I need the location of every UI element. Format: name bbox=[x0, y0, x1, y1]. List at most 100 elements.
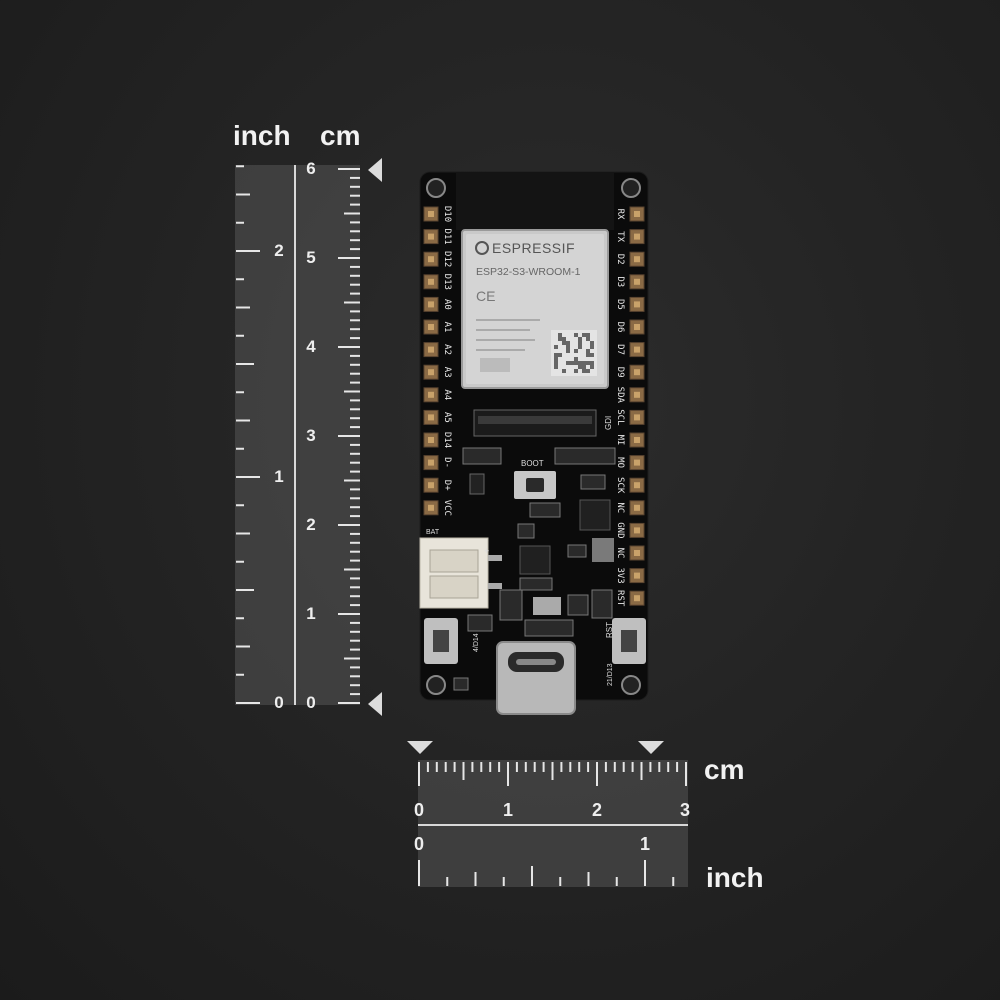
right-header-pin-post bbox=[634, 482, 640, 489]
qr-module bbox=[578, 337, 582, 341]
horizontal-ruler-inch-label-0: 0 bbox=[414, 834, 424, 854]
mounting-hole-bottom-left bbox=[426, 675, 446, 695]
smd-component bbox=[567, 594, 589, 616]
qr-module bbox=[574, 361, 578, 365]
qr-module bbox=[566, 361, 570, 365]
qr-module bbox=[586, 369, 590, 373]
qr-module bbox=[590, 361, 594, 365]
right-pin-label: SCL bbox=[615, 409, 625, 425]
mounting-hole-top-left bbox=[426, 178, 446, 198]
qr-module bbox=[582, 365, 586, 369]
vertical-ruler-cm-label-2: 2 bbox=[306, 515, 315, 534]
espressif-logo-icon bbox=[475, 241, 489, 255]
left-header-pin-post bbox=[428, 324, 434, 330]
smd-component bbox=[567, 544, 587, 558]
qr-module bbox=[562, 341, 566, 345]
qr-module bbox=[566, 345, 570, 349]
vertical-ruler-inch-label-0: 0 bbox=[274, 693, 283, 712]
right-header-pin-post bbox=[634, 256, 640, 263]
right-header-pin-post bbox=[634, 595, 640, 602]
qr-module bbox=[574, 357, 578, 361]
vertical-ruler-inch-ticks bbox=[236, 165, 260, 704]
left-pin-label: D10 bbox=[442, 206, 452, 222]
qr-module bbox=[562, 337, 566, 341]
right-header-pin-post bbox=[634, 459, 640, 466]
qr-module bbox=[554, 357, 558, 361]
left-header-pin-post bbox=[428, 369, 434, 376]
right-header-pin-post bbox=[634, 414, 640, 421]
left-pin-label: A5 bbox=[442, 412, 452, 423]
right-header-pin-post bbox=[634, 211, 640, 217]
led-indicator bbox=[453, 677, 469, 691]
horizontal-ruler-cm-label-2: 2 bbox=[592, 800, 602, 820]
qr-module bbox=[586, 361, 590, 365]
resistor-array bbox=[554, 447, 616, 465]
left-pin-label: A0 bbox=[442, 299, 452, 310]
vertical-ruler-cm-ticks bbox=[338, 168, 360, 704]
left-pin-label: VCC bbox=[442, 500, 452, 516]
vertical-ruler-inch-unit: inch bbox=[233, 120, 291, 151]
qr-module bbox=[574, 369, 578, 373]
right-pin-label: D3 bbox=[615, 276, 625, 287]
qr-module bbox=[578, 341, 582, 345]
left-header-pin-post bbox=[428, 278, 434, 285]
right-pin-label: SCK bbox=[615, 477, 625, 494]
left-header-pin-post bbox=[428, 437, 434, 443]
smd-component bbox=[519, 577, 553, 591]
right-pin-label: MO bbox=[615, 457, 625, 468]
vertical-ruler-bottom-marker bbox=[368, 692, 382, 716]
left-pin-label: A4 bbox=[442, 389, 452, 400]
fpc-slot bbox=[478, 416, 592, 424]
right-pin-label: RX bbox=[615, 209, 625, 220]
right-pin-label: D2 bbox=[615, 254, 625, 265]
plus-sign: + bbox=[484, 546, 489, 556]
left-pin-label: D12 bbox=[442, 251, 452, 267]
mounting-hole-bottom-right bbox=[621, 675, 641, 695]
horizontal-ruler-inch-label-1: 1 bbox=[640, 834, 650, 854]
qr-module bbox=[554, 345, 558, 349]
left-header-pin-post bbox=[428, 504, 434, 511]
right-pin-label: D9 bbox=[615, 367, 625, 378]
horizontal-ruler-right-marker bbox=[638, 741, 664, 754]
qr-code-pattern bbox=[554, 333, 594, 373]
right-pin-label: MI bbox=[615, 435, 625, 446]
smd-component bbox=[467, 614, 493, 632]
qr-module bbox=[578, 361, 582, 365]
left-pin-label: A3 bbox=[442, 367, 452, 378]
right-pin-label: 3V3 bbox=[615, 567, 625, 583]
horizontal-ruler-left-marker bbox=[407, 741, 433, 754]
left-side-button-cap[interactable] bbox=[433, 630, 449, 652]
left-header-pin-post bbox=[428, 211, 434, 217]
right-pin-label: RST bbox=[615, 590, 625, 607]
left-header-pin-post bbox=[428, 482, 434, 489]
right-pin-labels: RXTXD2D3D5D6D7D9SDASCLMIMOSCKNCGNDNC3V3R… bbox=[615, 209, 625, 607]
rst-button-cap[interactable] bbox=[621, 630, 637, 652]
vertical-ruler-cm-label-3: 3 bbox=[306, 426, 315, 445]
battery-connector-pin-slot bbox=[429, 549, 479, 573]
resistor-array bbox=[462, 447, 502, 465]
qr-module bbox=[570, 361, 574, 365]
qr-module bbox=[582, 333, 586, 337]
right-pin-label: GND bbox=[615, 522, 625, 538]
antenna-area bbox=[456, 172, 614, 230]
smd-component bbox=[580, 474, 606, 490]
module-model: ESP32-S3-WROOM-1 bbox=[476, 266, 581, 278]
smd-component bbox=[591, 589, 613, 619]
right-pin-header bbox=[629, 206, 645, 606]
horizontal-ruler-body bbox=[418, 760, 688, 887]
smd-component bbox=[499, 589, 523, 621]
left-pin-header bbox=[423, 206, 439, 516]
qr-module bbox=[578, 345, 582, 349]
left-pin-label: D- bbox=[442, 457, 452, 468]
qr-module bbox=[582, 361, 586, 365]
crystal bbox=[592, 538, 614, 562]
qr-module bbox=[586, 337, 590, 341]
qr-module bbox=[586, 353, 590, 357]
horizontal-ruler-inch-ticks bbox=[418, 860, 675, 886]
right-pin-label: TX bbox=[615, 231, 625, 242]
boot-button-cap[interactable] bbox=[526, 478, 544, 492]
right-header-pin-post bbox=[634, 437, 640, 443]
vertical-ruler-cm-label-0: 0 bbox=[306, 693, 315, 712]
qr-module bbox=[566, 341, 570, 345]
